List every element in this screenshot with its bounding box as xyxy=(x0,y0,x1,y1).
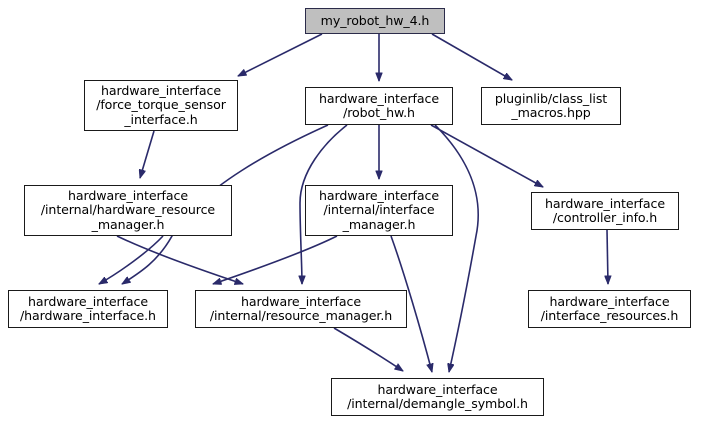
node-robot_hw[interactable]: hardware_interface /robot_hw.h xyxy=(305,87,453,125)
node-force_torque_sensor_interface[interactable]: hardware_interface /force_torque_sensor … xyxy=(84,80,238,131)
node-label-hardware_resource_manager: hardware_interface /internal/hardware_re… xyxy=(40,187,216,232)
node-controller_info[interactable]: hardware_interface /controller_info.h xyxy=(531,192,679,230)
node-label-resource_manager: hardware_interface /internal/resource_ma… xyxy=(209,293,393,323)
node-hardware_interface_h[interactable]: hardware_interface /hardware_interface.h xyxy=(8,290,168,328)
node-label-hardware_interface_h: hardware_interface /hardware_interface.h xyxy=(20,293,156,323)
node-my_robot_hw_4[interactable]: my_robot_hw_4.h xyxy=(305,8,445,34)
edge-hardware_resource_manager-to-resource_manager xyxy=(116,235,243,284)
edge-robot_hw-to-resource_manager xyxy=(300,124,348,284)
node-label-force_torque_sensor_interface: hardware_interface /force_torque_sensor … xyxy=(96,82,226,127)
edge-robot_hw-to-controller_info xyxy=(430,124,543,188)
edge-force_torque_sensor_interface-to-hardware_resource_manager xyxy=(140,130,155,178)
node-label-controller_info: hardware_interface /controller_info.h xyxy=(545,195,665,225)
edge-my_robot_hw_4-to-force_torque_sensor_interface xyxy=(238,33,323,77)
edge-controller_info-to-interface_resources xyxy=(607,229,608,284)
edge-interface_manager-to-demangle_symbol xyxy=(390,235,432,372)
edge-robot_hw-to-demangle_symbol xyxy=(434,124,479,372)
node-demangle_symbol[interactable]: hardware_interface /internal/demangle_sy… xyxy=(331,378,544,416)
edge-resource_manager-to-demangle_symbol xyxy=(333,327,403,371)
node-class_list_macros[interactable]: pluginlib/class_list _macros.hpp xyxy=(481,87,621,125)
node-label-my_robot_hw_4: my_robot_hw_4.h xyxy=(320,12,430,28)
node-interface_manager[interactable]: hardware_interface /internal/interface _… xyxy=(305,185,453,236)
edge-interface_manager-to-hardware_interface_h xyxy=(213,235,338,284)
node-label-demangle_symbol: hardware_interface /internal/demangle_sy… xyxy=(347,381,528,411)
node-interface_resources[interactable]: hardware_interface /interface_resources.… xyxy=(528,290,691,328)
node-label-robot_hw: hardware_interface /robot_hw.h xyxy=(319,90,439,120)
node-resource_manager[interactable]: hardware_interface /internal/resource_ma… xyxy=(195,290,407,328)
node-label-class_list_macros: pluginlib/class_list _macros.hpp xyxy=(494,90,608,120)
edge-my_robot_hw_4-to-class_list_macros xyxy=(431,33,512,81)
node-label-interface_manager: hardware_interface /internal/interface _… xyxy=(319,187,439,232)
node-label-interface_resources: hardware_interface /interface_resources.… xyxy=(540,293,679,323)
node-hardware_resource_manager[interactable]: hardware_interface /internal/hardware_re… xyxy=(24,185,232,236)
edge-hardware_resource_manager-to-hardware_interface_h xyxy=(99,235,164,285)
